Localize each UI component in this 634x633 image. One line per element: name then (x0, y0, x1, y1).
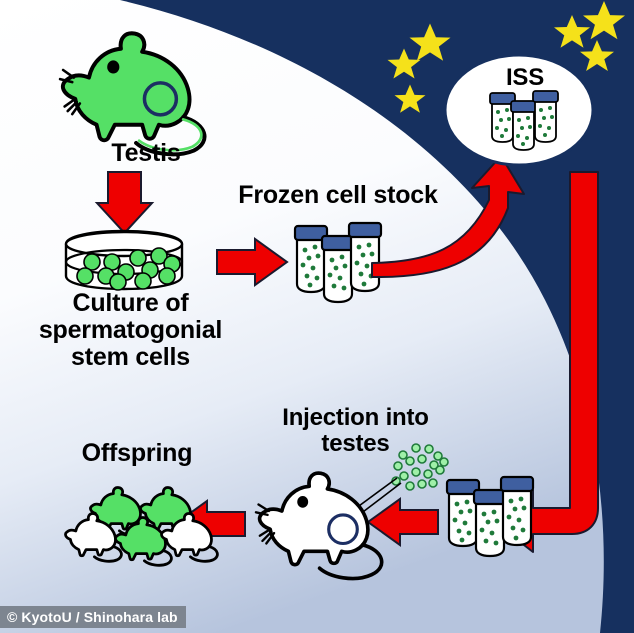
label-iss: ISS (505, 64, 545, 91)
credit-text: © KyotoU / Shinohara lab (7, 609, 178, 625)
cryovial (489, 92, 516, 143)
iss-station-oval (443, 53, 595, 167)
credit-bar: © KyotoU / Shinohara lab (0, 606, 186, 628)
arrow-testis-to-culture (94, 171, 155, 235)
frozen-cell-stock-vials (293, 221, 383, 304)
cryovial (472, 488, 508, 558)
culture-dish (64, 229, 184, 291)
cryovial (445, 478, 481, 548)
list-item (114, 516, 173, 567)
white-recipient-mouse (254, 471, 384, 581)
label-testis: Testis (111, 139, 181, 167)
cryovial (499, 475, 535, 547)
label-culture-of-spermatogonial-stem-cells: Culture of spermatogonial stem cells (38, 289, 223, 371)
cryovial (320, 234, 356, 304)
list-item (160, 512, 219, 563)
cryovial (293, 224, 329, 294)
label-offspring: Offspring (81, 439, 193, 467)
arrow-vials-to-recipient (366, 497, 439, 547)
returned-vials (445, 475, 535, 558)
green-gfp-donor-mouse (58, 31, 207, 157)
cryovial (532, 90, 559, 143)
cultured-cells (76, 247, 181, 291)
label-frozen-cell-stock: Frozen cell stock (238, 181, 438, 209)
cryovial (510, 100, 537, 151)
arrow-frozen-to-iss (371, 155, 525, 279)
arrow-culture-to-frozen (216, 237, 289, 287)
offspring-mice-group (64, 486, 219, 567)
list-item (64, 512, 123, 563)
cryovial (347, 221, 383, 293)
injected-cell-cloud (391, 443, 449, 491)
label-injection-into-testes: Injection into testes (282, 404, 429, 457)
iss-vials (489, 90, 559, 151)
